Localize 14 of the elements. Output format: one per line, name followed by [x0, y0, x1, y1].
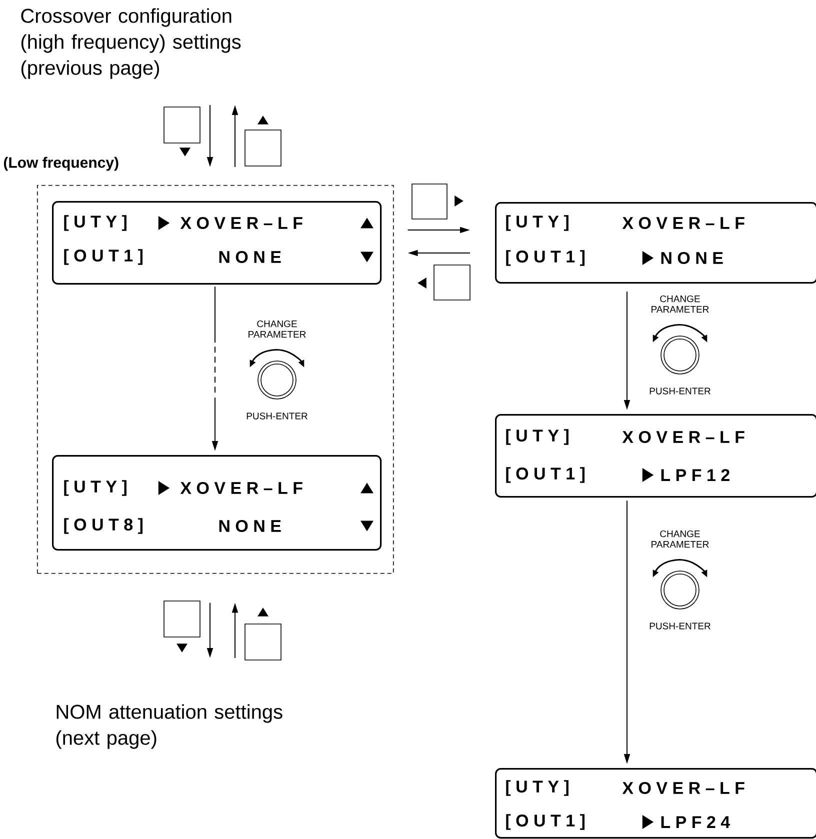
- group-heading: (Low frequency): [4, 156, 118, 171]
- lcd-display: [ U T Y ] X O V E R – L F [ O U T 1 ] N O N E: [52, 201, 382, 285]
- lcd-display: [ U T Y ] X O V E R – L F [ O U T 1 ] L P F 2 4: [495, 768, 816, 839]
- note-text: Crossover configuration (high frequency) settings (previous page): [21, 8, 241, 79]
- lcd-display: [ U T Y ] X O V E R – L F [ O U T 1 ] L P F 1 2: [495, 414, 816, 498]
- note-text: NOM attenuation settings (next page): [56, 704, 282, 749]
- knob-label: CHANGE PARAMETER: [652, 295, 709, 313]
- lcd-display: [ U T Y ] X O V E R – L F [ O U T 1 ] N O N E: [495, 202, 816, 284]
- knob-label: PUSH-ENTER: [246, 412, 308, 420]
- lcd-display: [ U T Y ] X O V E R – L F [ O U T 8 ] N O N E: [52, 455, 382, 551]
- knob-label: PUSH-ENTER: [650, 622, 710, 630]
- knob-label: CHANGE PARAMETER: [652, 530, 709, 548]
- knob-label: CHANGE PARAMETER: [248, 320, 306, 338]
- knob-label: PUSH-ENTER: [650, 388, 710, 394]
